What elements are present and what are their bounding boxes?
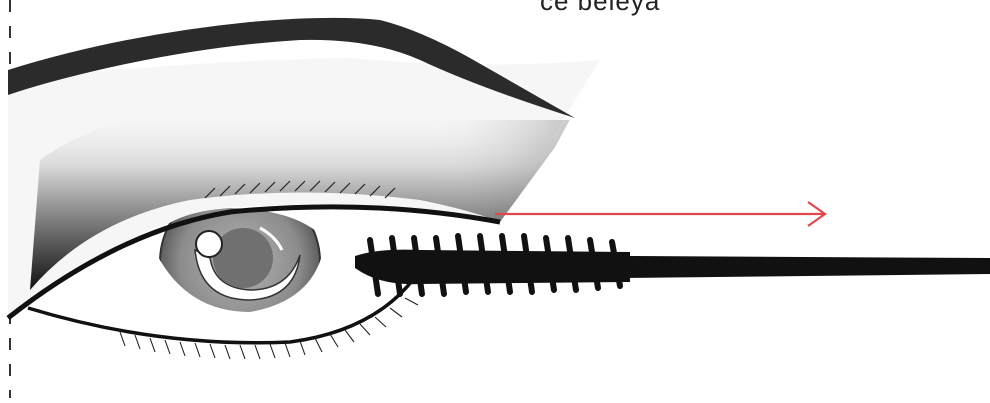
iris-highlight [196,231,222,257]
partial-caption: ce beleya [540,0,660,17]
